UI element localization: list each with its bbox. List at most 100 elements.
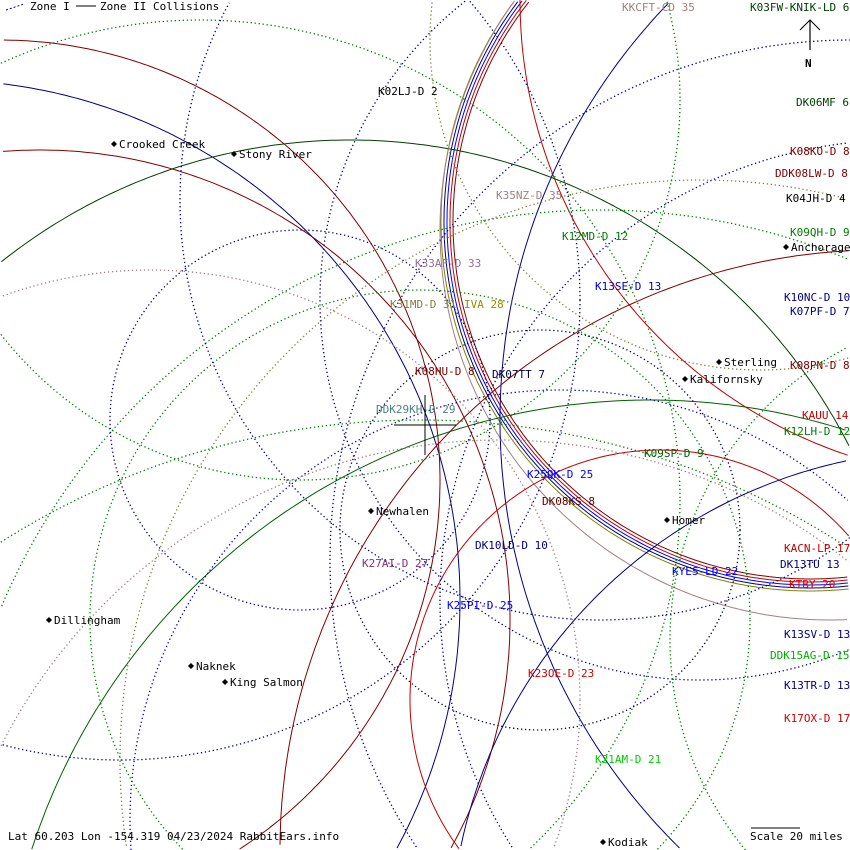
station-label[interactable]: K31MD-D 31: [390, 298, 456, 311]
city-marker: Sterling: [716, 356, 777, 369]
city-label: Kodiak: [608, 836, 648, 849]
station-label[interactable]: K13TR-D 13: [784, 679, 850, 692]
city-label: King Salmon: [230, 676, 303, 689]
station-label[interactable]: K08KO-D 8: [790, 145, 850, 158]
station-label[interactable]: KACN-LP 17: [784, 542, 850, 555]
station-label[interactable]: K04JH-D 4: [786, 192, 846, 205]
station-label[interactable]: K25QK-D 25: [527, 468, 593, 481]
station-label[interactable]: K08HU-D 8: [415, 365, 475, 378]
city-dot-icon: [368, 508, 374, 514]
city-label: Crooked Creek: [119, 138, 205, 151]
station-label[interactable]: K27AI-D 27: [362, 557, 428, 570]
city-dot-icon: [111, 141, 117, 147]
coverage-contour: [279, 250, 849, 845]
coverage-contour: [3, 149, 511, 849]
city-dot-icon: [231, 151, 237, 157]
city-marker: Kodiak: [600, 836, 648, 849]
station-label[interactable]: K09SP-D 9: [644, 447, 704, 460]
station-label[interactable]: K13SE-D 13: [595, 280, 661, 293]
city-labels: Crooked Creek Stony River Anchorage Ster…: [46, 138, 850, 849]
city-marker: Kalifornsky: [682, 373, 763, 386]
station-label[interactable]: K03FW-KNIK-LD 6: [750, 1, 849, 14]
coverage-contour: [449, 0, 848, 583]
location-crosshair-icon: [394, 395, 456, 455]
station-label[interactable]: KKCFT-CD 35: [622, 1, 695, 14]
city-dot-icon: [600, 839, 606, 845]
station-label[interactable]: K02LJ-D 2: [378, 85, 438, 98]
scale-label: Scale 20 miles: [750, 830, 843, 843]
coverage-contour: [179, 2, 850, 621]
footer-info: Lat 60.203 Lon -154.319 04/23/2024 Rabbi…: [8, 830, 339, 843]
coverage-contour: [329, 39, 850, 848]
station-label[interactable]: K17OX-D 17: [784, 712, 850, 725]
city-dot-icon: [783, 244, 789, 250]
station-label[interactable]: DDK15AG-D 15: [770, 649, 849, 662]
coverage-contour: [129, 389, 849, 850]
station-label[interactable]: KAUU 14: [802, 409, 849, 422]
coverage-contour: [443, 1, 849, 589]
station-label[interactable]: K35NZ-D 35: [496, 189, 562, 202]
city-label: Newhalen: [376, 505, 429, 518]
coverage-contour: [460, 460, 847, 847]
city-label: Stony River: [239, 148, 312, 161]
north-arrow-icon: N: [799, 19, 821, 70]
city-dot-icon: [664, 517, 670, 523]
coverage-contour: [119, 179, 846, 846]
map-legend: Zone I Zone II Collisions: [5, 0, 219, 13]
coverage-contour: [0, 419, 846, 547]
coverage-contour: [519, 0, 848, 456]
station-label[interactable]: K09QH-D 9: [790, 226, 850, 239]
station-label[interactable]: K08PN-D 8: [790, 359, 850, 372]
station-label[interactable]: K21AM-D 21: [595, 753, 661, 766]
coverage-contour: [1, 209, 849, 607]
city-dot-icon: [682, 376, 688, 382]
station-labels: KKCFT-CD 35 K03FW-KNIK-LD 6 DK06MF 6 K08…: [362, 1, 850, 766]
coverage-contour: [89, 289, 751, 850]
station-label[interactable]: IVA 28: [464, 298, 504, 311]
station-label[interactable]: K25PI-D 25: [447, 599, 513, 612]
coverage-contour: [1, 139, 850, 447]
coverage-contour: [3, 83, 461, 849]
station-label[interactable]: K13SV-D 13: [784, 628, 850, 641]
city-marker: Crooked Creek: [111, 138, 205, 151]
station-label[interactable]: K12LH-D 12: [784, 425, 850, 438]
station-label[interactable]: DDK29KH-D 29: [376, 403, 455, 416]
city-label: Dillingham: [54, 614, 121, 627]
coverage-contour: [0, 19, 681, 849]
station-label[interactable]: K23OE-D 23: [528, 667, 594, 680]
city-marker: Naknek: [188, 660, 236, 673]
city-label: Kalifornsky: [690, 373, 763, 386]
city-dot-icon: [222, 679, 228, 685]
station-label[interactable]: DK07TT 7: [492, 368, 545, 381]
station-label[interactable]: K12MD-D 12: [562, 230, 628, 243]
coverage-contour: [452, 1, 848, 580]
station-label[interactable]: DK08KS 8: [542, 495, 595, 508]
station-label[interactable]: DK06MF 6: [796, 96, 849, 109]
zone1-line-sample: [5, 3, 25, 11]
station-label[interactable]: DK10LD-D 10: [475, 539, 548, 552]
coverage-contour: [0, 439, 850, 747]
station-label[interactable]: KTBY 20: [789, 578, 835, 591]
coverage-contour: [339, 329, 741, 731]
city-label: Anchorage: [791, 241, 850, 254]
station-label[interactable]: K07PF-D 7: [790, 305, 850, 318]
coverage-contour: [446, 0, 848, 586]
station-label[interactable]: K10NC-D 10: [784, 291, 850, 304]
station-label[interactable]: DDK08LW-D 8: [775, 167, 848, 180]
city-label: Homer: [672, 514, 705, 527]
coverage-contour: [2, 269, 581, 848]
legend-zone1: Zone I: [30, 0, 70, 13]
station-label[interactable]: DK13TU 13: [780, 558, 840, 571]
city-dot-icon: [716, 359, 722, 365]
coverage-contour: [109, 229, 491, 611]
city-marker: Stony River: [231, 148, 312, 161]
city-marker: Homer: [664, 514, 705, 527]
station-label[interactable]: K33AF-D 33: [415, 257, 481, 270]
coverage-contour: [319, 0, 849, 681]
station-label[interactable]: KYES-LD 22: [672, 565, 738, 578]
coverage-contour: [3, 39, 441, 850]
city-dot-icon: [46, 617, 52, 623]
